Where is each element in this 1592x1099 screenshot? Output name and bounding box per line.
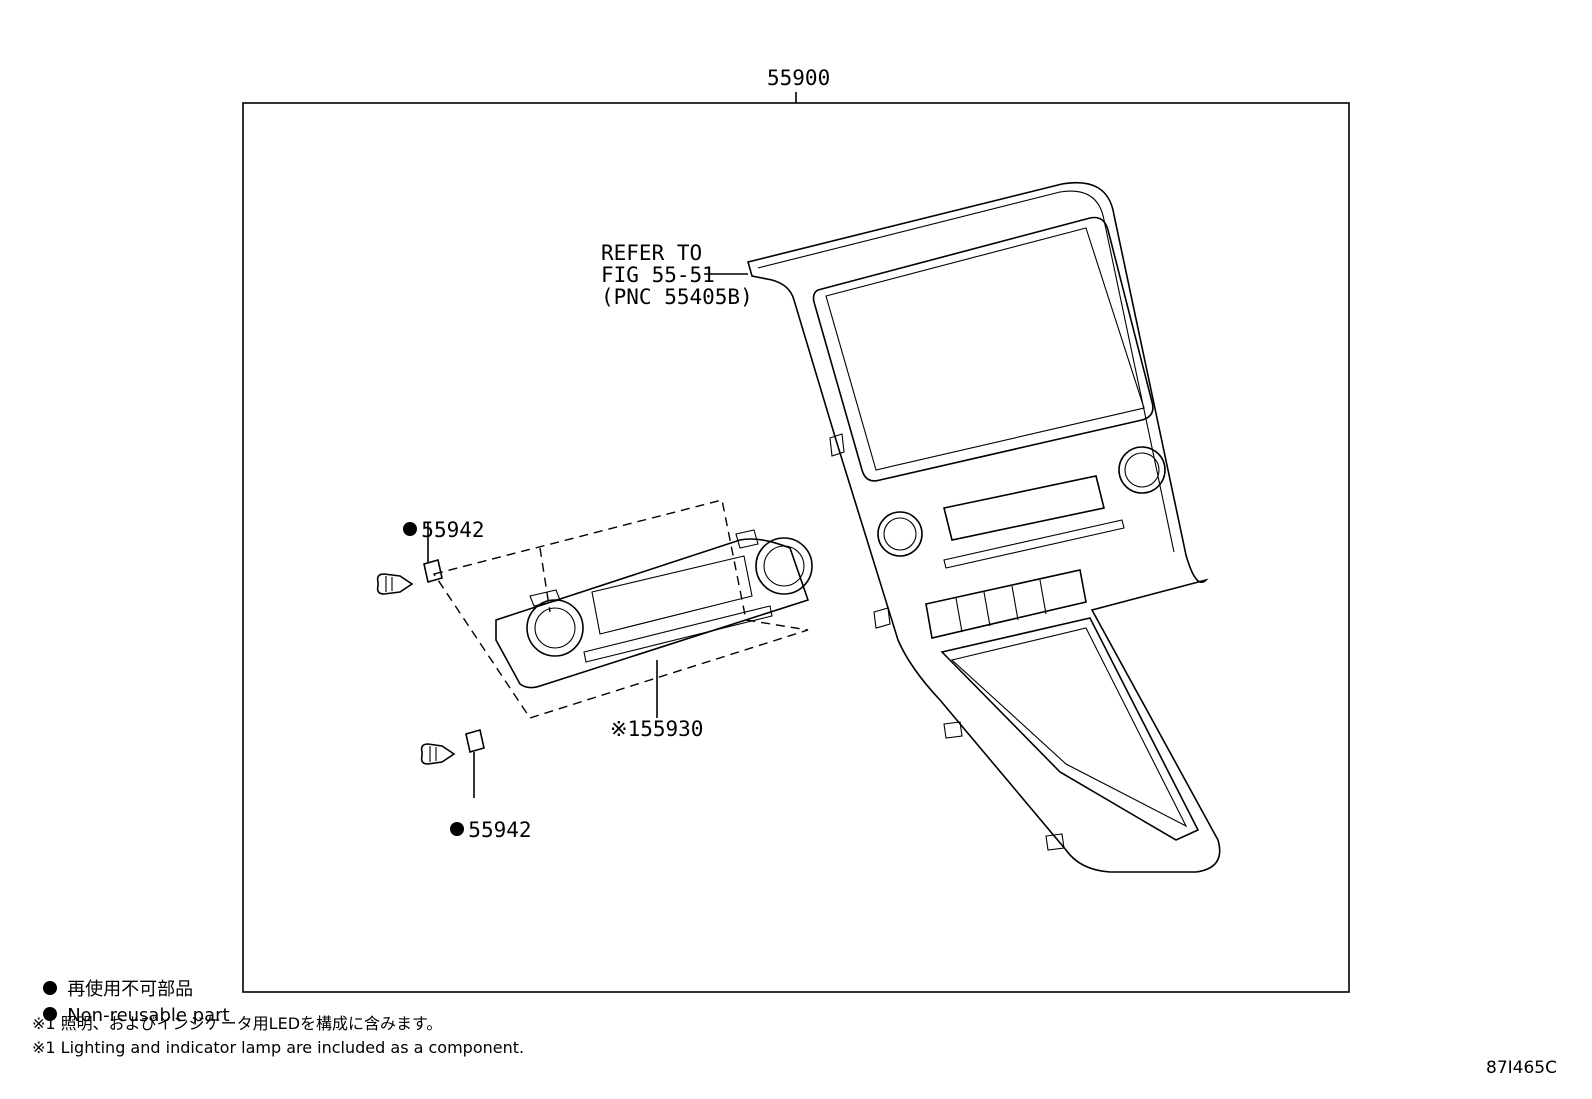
clip-lower-part-number: 55942 xyxy=(468,818,532,842)
refer-line-2: FIG 55-51 xyxy=(601,263,715,287)
legend-en: Non-reusable part xyxy=(32,986,230,1026)
clip-lower-label: 55942 xyxy=(425,797,532,841)
panel-knob-left xyxy=(526,599,584,657)
non-reusable-dot-icon xyxy=(403,522,418,536)
figure-code: 87I465C xyxy=(1486,1058,1557,1078)
clip-upper-part-number: 55942 xyxy=(421,518,485,542)
control-panel-dashed-outline xyxy=(432,499,809,719)
footnote-jp: ※1 照明、およびインジケータ用LEDを構成に含みます。 xyxy=(32,1014,443,1033)
bezel-drawing xyxy=(747,181,1221,873)
non-reusable-dot-icon xyxy=(450,822,465,836)
panel-knob-right xyxy=(755,537,813,595)
legend-jp: 再使用不可部品 xyxy=(32,960,193,1000)
control-panel-part-number: ※155930 xyxy=(610,717,704,741)
non-reusable-dot-icon xyxy=(43,1007,58,1021)
bezel-knob-right xyxy=(1118,446,1166,494)
bezel-knob-left xyxy=(877,511,923,557)
control-panel-drawing xyxy=(495,529,813,689)
clip-upper-label: 55942 xyxy=(378,497,485,541)
non-reusable-dot-icon xyxy=(43,981,58,995)
clip-lower-drawing xyxy=(420,728,485,765)
refer-line-1: REFER TO xyxy=(601,241,703,265)
assembly-part-number: 55900 xyxy=(767,66,831,90)
clip-upper-drawing xyxy=(376,558,443,595)
refer-line-3: (PNC 55405B) xyxy=(601,285,753,309)
assembly-frame xyxy=(242,102,1350,993)
footnote-en: ※1 Lighting and indicator lamp are inclu… xyxy=(32,1038,525,1057)
